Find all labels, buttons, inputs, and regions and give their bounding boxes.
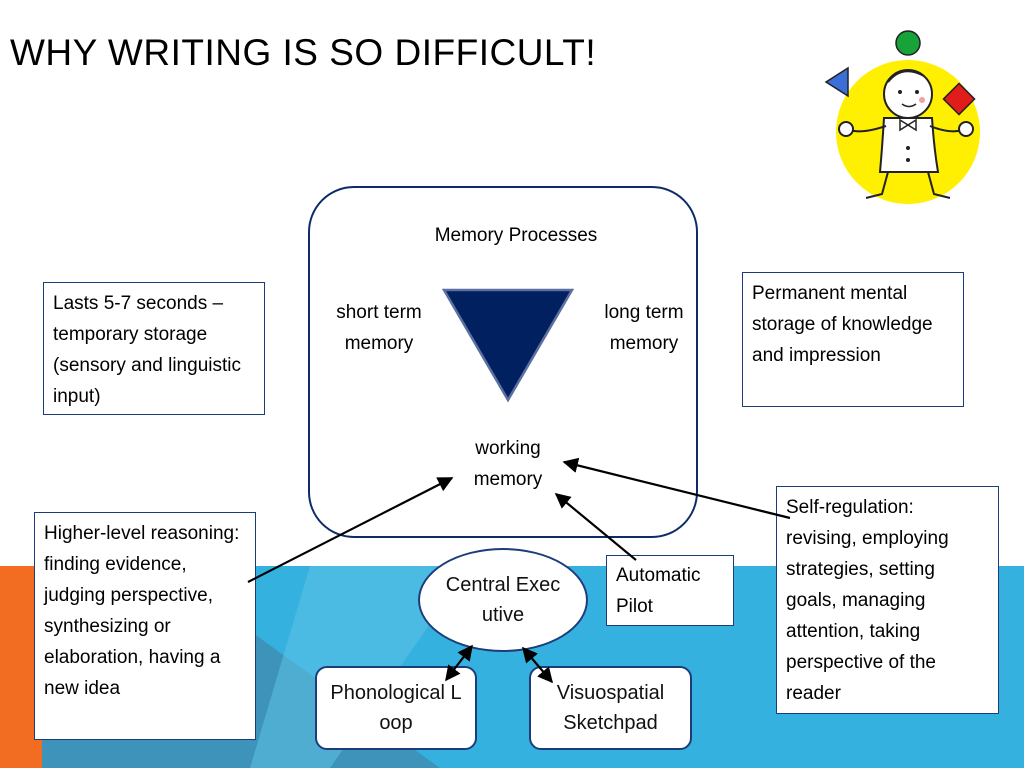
automatic-pilot-note: Automatic Pilot	[606, 555, 734, 626]
visuospatial-sketchpad-box: Visuospatial Sketchpad	[529, 666, 692, 750]
memory-processes-heading: Memory Processes	[434, 225, 598, 246]
self-regulation-note: Self-regulation: revising, employing str…	[776, 486, 999, 714]
phonological-loop-box: Phonological Loop	[315, 666, 477, 750]
higher-level-reasoning-note: Higher-level reasoning: finding evidence…	[34, 512, 256, 740]
juggler-clipart-icon	[824, 30, 980, 204]
short-term-note: Lasts 5-7 seconds – temporary storage (s…	[43, 282, 265, 415]
short-term-memory-label: short term memory	[336, 302, 422, 354]
long-term-note: Permanent mental storage of knowledge an…	[742, 272, 964, 407]
down-triangle-icon	[441, 288, 575, 403]
slide-title: Why writing is so difficult!	[10, 32, 597, 73]
long-term-memory-label: long term memory	[604, 302, 684, 354]
central-executive-ellipse: Central Executive	[418, 548, 588, 652]
working-memory-label: working memory	[473, 438, 543, 490]
